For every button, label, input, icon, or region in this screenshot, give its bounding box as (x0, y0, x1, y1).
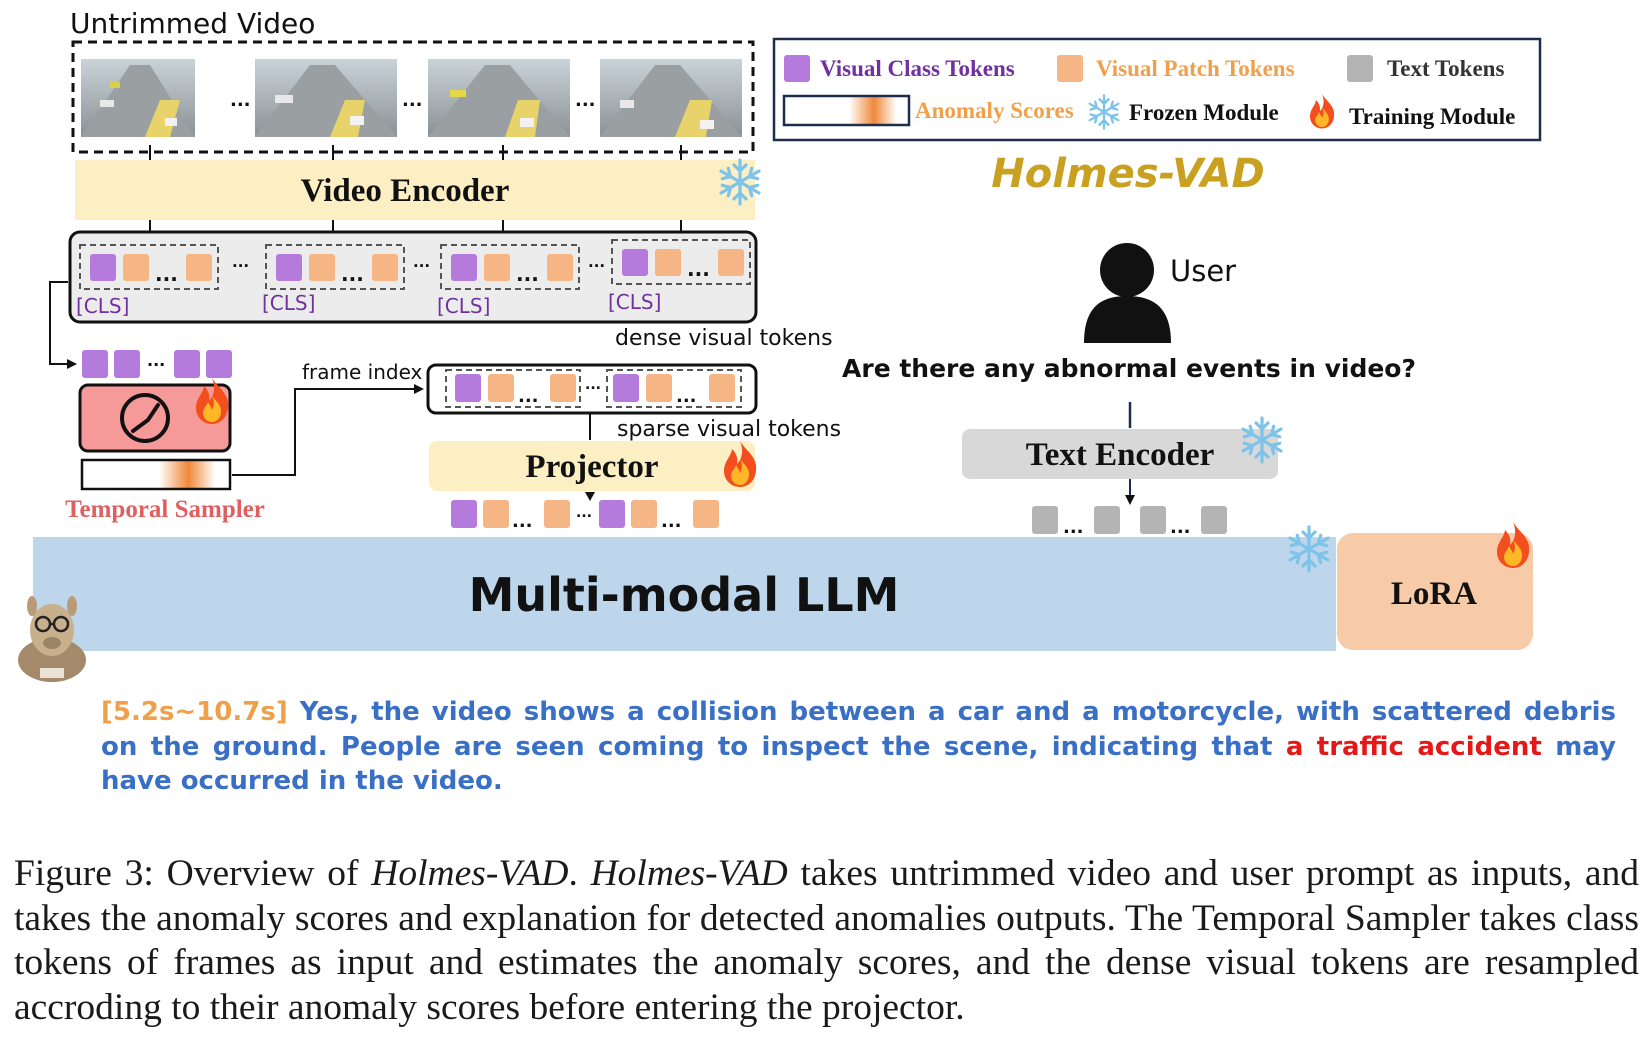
cls-label: [CLS] (262, 291, 315, 315)
cls-connector (49, 281, 77, 369)
video-encoder-box (75, 160, 755, 220)
user-question: Are there any abnormal events in video? (842, 354, 1416, 383)
text-encoder-box (962, 429, 1278, 479)
untrimmed-video-label: Untrimmed Video (70, 7, 315, 40)
patch-token-swatch (1057, 55, 1083, 82)
dense-tokens-label: dense visual tokens (615, 326, 833, 351)
caption-prefix: Figure 3: Overview of (14, 853, 372, 894)
svg-text:...: ... (518, 386, 539, 407)
video-frames-box (71, 40, 755, 154)
projector-box (429, 441, 755, 491)
frame-index-connector (232, 384, 424, 476)
cls-label: [CLS] (608, 290, 661, 314)
svg-text:...: ... (661, 511, 682, 532)
llm-box (33, 537, 1336, 651)
cls-label: [CLS] (76, 294, 129, 318)
answer-text-end: may have occurred in the video. (101, 731, 1617, 797)
svg-text:...: ... (687, 257, 710, 281)
svg-text:...: ... (576, 505, 592, 521)
fire-icon (1497, 522, 1530, 568)
anomaly-score-bar (80, 458, 232, 491)
sparse-token-group-1: ... (445, 369, 581, 408)
dense-token-group-1: ... (79, 244, 219, 290)
lora-box (1337, 533, 1533, 650)
projected-token-row: ... ... ... (451, 500, 719, 532)
alpaca-avatar (18, 596, 86, 682)
answer-highlight: a traffic accident (1285, 731, 1542, 762)
svg-text:...: ... (147, 351, 165, 370)
dense-tokens-box (68, 230, 758, 324)
figure-caption: Figure 3: Overview of Holmes-VAD. Holmes… (14, 852, 1639, 1030)
caption-body: takes untrimmed video and user prompt as… (14, 853, 1640, 1028)
legend-text-tokens: Text Tokens (1387, 56, 1504, 81)
video-frame-1 (81, 59, 195, 137)
model-answer: [5.2s~10.7s] Yes, the video shows a coll… (101, 695, 1616, 799)
brand-title: Holmes-VAD (991, 151, 1264, 197)
ellipsis: ... (230, 90, 251, 111)
svg-text:...: ... (155, 262, 178, 286)
svg-text:...: ... (516, 262, 539, 286)
cls-label: [CLS] (437, 294, 490, 318)
sparse-token-group-2: ... (606, 369, 742, 408)
video-frame-4 (600, 59, 742, 137)
legend-anomaly-scores: Anomaly Scores (915, 98, 1074, 123)
dense-token-group-3: ... (440, 244, 580, 290)
svg-text:...: ... (1063, 517, 1084, 538)
ellipsis: ... (402, 90, 423, 111)
frame-ticks (149, 145, 682, 160)
caption-model-name: Holmes-VAD (590, 853, 788, 894)
video-encoder-label: Video Encoder (301, 173, 510, 209)
legend-training-module: Training Module (1349, 104, 1515, 129)
temporal-sampler-box (78, 383, 232, 453)
dense-token-group-2: ... (265, 244, 405, 290)
legend-visual-patch-tokens: Visual Patch Tokens (1096, 56, 1295, 81)
ellipsis: ... (232, 253, 249, 271)
svg-text:...: ... (676, 386, 697, 407)
ellipsis: ... (575, 90, 596, 111)
legend-visual-class-tokens: Visual Class Tokens (820, 56, 1015, 81)
lora-label: LoRA (1391, 576, 1477, 612)
clock-icon (120, 393, 170, 443)
dense-token-group-4: ... (611, 239, 751, 285)
temporal-sampler-label: Temporal Sampler (65, 496, 265, 523)
user-icon (1084, 243, 1171, 343)
svg-text:...: ... (1170, 517, 1191, 538)
text-token-swatch (1347, 55, 1373, 82)
video-frame-2 (255, 59, 397, 137)
ellipsis: ... (588, 253, 605, 271)
answer-text: Yes, the video shows a collision between… (101, 697, 1616, 762)
llm-label: Multi-modal LLM (469, 568, 900, 622)
svg-text:...: ... (341, 262, 364, 286)
class-token-row: ... (82, 350, 232, 378)
svg-text:...: ... (512, 511, 533, 532)
text-encoder-label: Text Encoder (1026, 437, 1215, 473)
text-token-row: ... ... (1032, 506, 1227, 538)
projector-arrow (585, 492, 595, 501)
video-frame-3 (428, 59, 570, 137)
ellipsis: ... (585, 377, 601, 393)
ellipsis: ... (413, 253, 430, 271)
sparse-tokens-label: sparse visual tokens (617, 417, 841, 442)
frame-index-label: frame index (302, 360, 423, 384)
user-label: User (1170, 254, 1236, 288)
caption-model-name: Holmes-VAD (371, 853, 569, 894)
anomaly-score-swatch (782, 94, 911, 127)
legend-frozen-module: Frozen Module (1129, 100, 1279, 125)
class-token-swatch (784, 55, 810, 82)
caption-separator: . (568, 853, 591, 894)
answer-timestamp: [5.2s~10.7s] (101, 697, 288, 727)
projector-label: Projector (525, 449, 658, 485)
